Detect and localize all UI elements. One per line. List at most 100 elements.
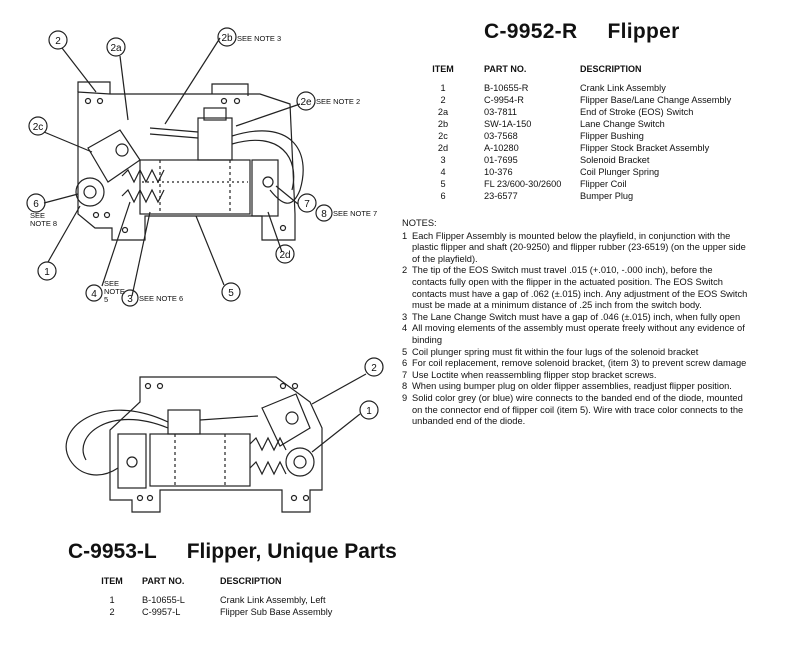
note-number: 8 (402, 381, 408, 392)
see-note-6-label: SEE NOTE 6 (139, 294, 183, 303)
description-cell: Crank Link Assembly (580, 83, 666, 93)
item-cell: 1 (440, 83, 446, 93)
item-header: ITEM (101, 576, 123, 586)
table-row: 2c 03-7568 Flipper Bushing (408, 130, 731, 142)
right-part-name: Flipper (607, 20, 680, 43)
note-text: Solid color grey (or blue) wire connects… (412, 392, 744, 427)
callout-6: 6 (33, 199, 39, 210)
left-part-number: C-9953-L (68, 540, 157, 563)
see-note-8-label-b: NOTE 8 (30, 219, 57, 228)
item-cell: 2 (440, 95, 446, 105)
part-no-cell: B-10655-L (142, 595, 185, 605)
part-no-cell: 10-376 (484, 167, 513, 177)
item-cell: 2c (438, 131, 448, 141)
table-row: 2 C-9957-L Flipper Sub Base Assembly (92, 606, 332, 618)
item-cell: 6 (440, 191, 446, 201)
item-cell: 4 (440, 167, 446, 177)
item-cell: 3 (440, 155, 446, 165)
table-row: 1 B-10655-R Crank Link Assembly (408, 82, 731, 94)
part-no-header: PART NO. (142, 576, 185, 586)
note-item: 4 All moving elements of the assembly mus… (402, 323, 748, 346)
description-cell: Bumper Plug (580, 191, 634, 201)
right-parts-table: ITEM PART NO. DESCRIPTION 1 B-10655-R Cran… (408, 64, 731, 202)
callout-2: 2 (55, 36, 61, 47)
part-no-cell: 23-6577 (484, 191, 518, 201)
note-text: Use Loctite when reassembling flipper st… (412, 369, 657, 380)
table-row: 1 B-10655-L Crank Link Assembly, Left (92, 594, 332, 606)
description-cell: Flipper Bushing (580, 131, 644, 141)
part-no-cell: 03-7811 (484, 107, 518, 117)
description-cell: Crank Link Assembly, Left (220, 595, 326, 605)
description-cell: Coil Plunger Spring (580, 167, 660, 177)
left-flipper-diagram: 2 1 (65, 357, 384, 513)
part-no-header: PART NO. (484, 64, 527, 74)
see-note-5-label-b: NOTE (104, 287, 125, 296)
note-number: 9 (402, 392, 408, 403)
note-number: 2 (402, 265, 408, 276)
callout-4: 4 (91, 289, 97, 300)
note-number: 5 (402, 346, 408, 357)
part-no-cell: 03-7568 (484, 131, 518, 141)
note-item: 9 Solid color grey (or blue) wire connect… (402, 393, 748, 428)
note-text: Coil plunger spring must fit within the … (412, 346, 699, 357)
item-cell: 1 (109, 595, 115, 605)
note-number: 4 (402, 323, 408, 334)
note-text: For coil replacement, remove solenoid br… (412, 358, 747, 369)
part-no-cell: C-9954-R (484, 95, 524, 105)
table-header-row: ITEM PART NO. DESCRIPTION (92, 576, 332, 594)
part-no-cell: 01-7695 (484, 155, 518, 165)
description-header: DESCRIPTION (220, 576, 282, 586)
description-cell: Flipper Sub Base Assembly (220, 607, 333, 617)
note-text: The tip of the EOS Switch must travel .0… (412, 265, 748, 311)
notes-list: 1 Each Flipper Assembly is mounted below … (402, 231, 748, 428)
right-parts-rows: 1 B-10655-R Crank Link Assembly 2 C-9954-R Fl… (408, 82, 731, 202)
note-text: When using bumper plug on older flipper … (412, 381, 732, 392)
note-item: 1 Each Flipper Assembly is mounted below … (402, 231, 748, 266)
table-header-row: ITEM PART NO. DESCRIPTION (408, 64, 731, 82)
left-callout-1: 1 (366, 406, 372, 417)
see-note-7-label: SEE NOTE 7 (333, 209, 377, 218)
right-flipper-diagram: 2 2a 2b 2e 2c 6 7 8 2d 1 4 3 5 SEE NOTE … (26, 27, 377, 307)
item-cell: 2d (437, 143, 449, 153)
note-item: 7 Use Loctite when reassembling flipper s… (402, 370, 748, 382)
part-no-cell: C-9957-L (142, 607, 181, 617)
see-note-3-label: SEE NOTE 3 (237, 34, 281, 43)
callout-1: 1 (44, 267, 50, 278)
table-row: 3 01-7695 Solenoid Bracket (408, 154, 731, 166)
note-text: Each Flipper Assembly is mounted below t… (412, 230, 746, 264)
see-note-5-label-c: 5 (104, 295, 108, 304)
description-cell: End of Stroke (EOS) Switch (580, 107, 694, 117)
item-cell: 2b (437, 119, 449, 129)
note-text: All moving elements of the assembly must… (412, 323, 745, 345)
note-number: 3 (402, 311, 408, 322)
callout-2d: 2d (279, 250, 290, 261)
see-note-8-label-a: SEE (30, 211, 45, 220)
left-flipper-title: C-9953-L Flipper, Unique Parts (68, 540, 397, 564)
part-no-cell: A-10280 (484, 143, 519, 153)
note-number: 7 (402, 369, 408, 380)
callout-2b: 2b (221, 33, 233, 44)
note-item: 2 The tip of the EOS Switch must travel .… (402, 265, 748, 311)
note-item: 8 When using bumper plug on older flipper… (402, 381, 748, 393)
item-cell: 2 (109, 607, 115, 617)
note-number: 1 (402, 230, 408, 241)
description-cell: Solenoid Bracket (580, 155, 650, 165)
see-note-2-label: SEE NOTE 2 (316, 97, 360, 106)
left-parts-rows: 1 B-10655-L Crank Link Assembly, Left 2 C-99… (92, 594, 332, 618)
left-parts-table: ITEM PART NO. DESCRIPTION 1 B-10655-L Cran… (92, 576, 332, 618)
left-callout-2: 2 (371, 363, 377, 374)
item-cell: 5 (440, 179, 446, 189)
part-no-cell: B-10655-R (484, 83, 529, 93)
notes-heading: NOTES: (402, 218, 437, 228)
see-note-5-label-a: SEE (104, 279, 119, 288)
callout-2c: 2c (33, 122, 44, 133)
part-no-cell: FL 23/600-30/2600 (484, 179, 562, 189)
right-part-number: C-9952-R (484, 20, 578, 43)
left-part-name: Flipper, Unique Parts (186, 540, 397, 563)
